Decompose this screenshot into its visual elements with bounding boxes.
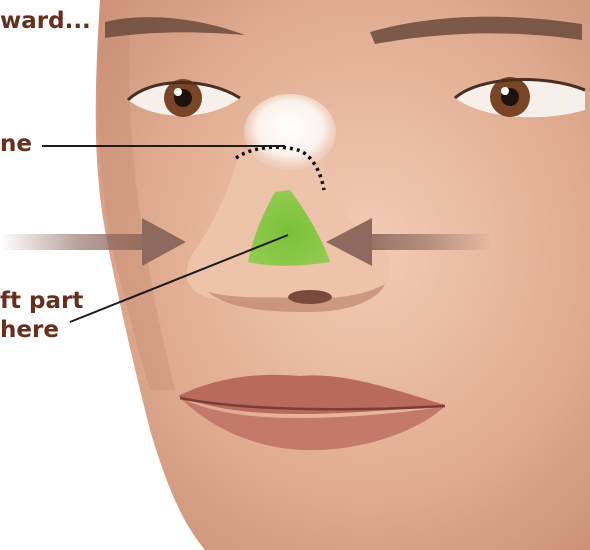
label-soft-part-line2: here bbox=[0, 317, 59, 344]
label-soft-part-line1: ft part bbox=[0, 288, 83, 315]
label-top: ward... bbox=[0, 8, 91, 35]
nostril bbox=[288, 290, 332, 304]
label-bone: ne bbox=[0, 131, 32, 158]
nasal-bone-highlight bbox=[244, 94, 336, 170]
